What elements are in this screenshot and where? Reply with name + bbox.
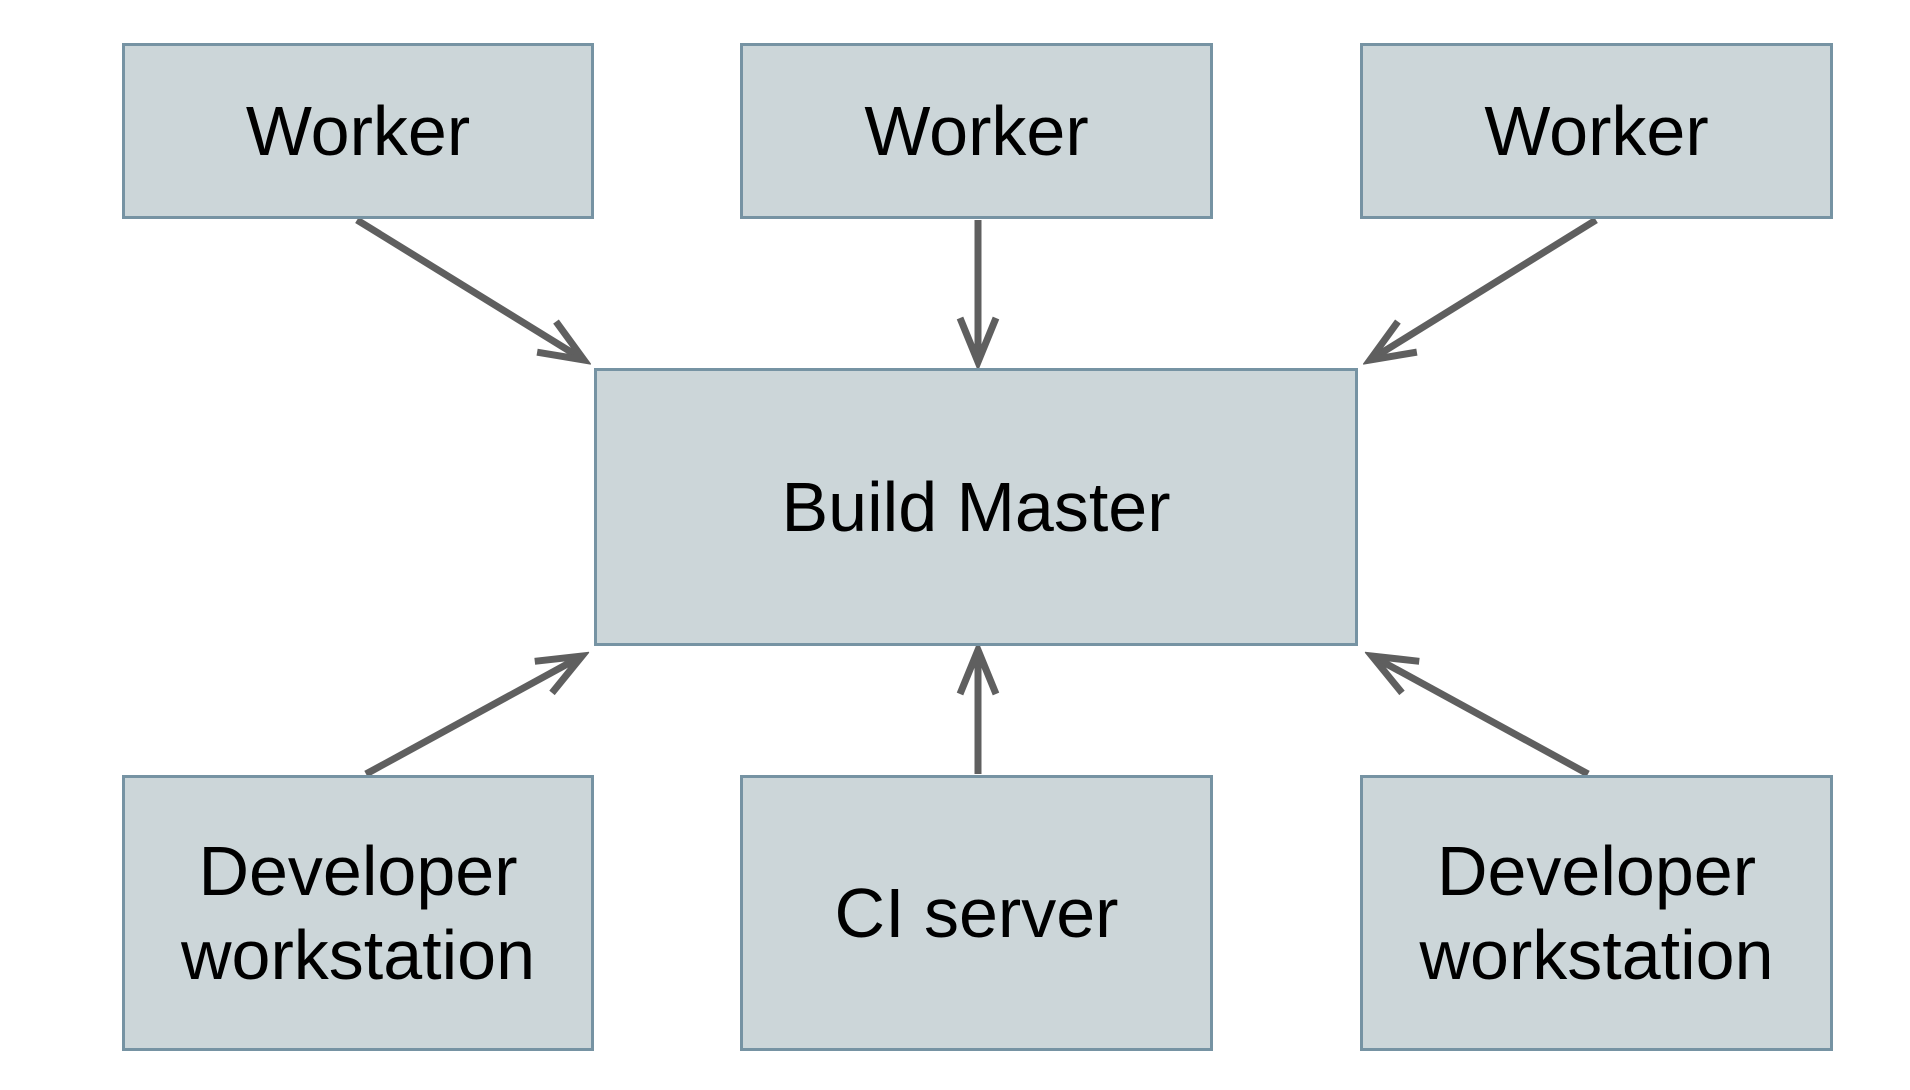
node-worker-3: Worker xyxy=(1360,43,1833,219)
arrow-dev-right-to-build-master xyxy=(1372,656,1590,778)
node-build-master: Build Master xyxy=(594,368,1358,646)
arrow-dev-left-to-build-master xyxy=(364,656,582,778)
node-developer-workstation-left: Developer workstation xyxy=(122,775,594,1051)
node-worker-1-label: Worker xyxy=(245,92,471,170)
node-developer-workstation-left-label: Developer workstation xyxy=(180,832,536,994)
node-worker-1: Worker xyxy=(122,43,594,219)
node-developer-workstation-right: Developer workstation xyxy=(1360,775,1833,1051)
node-developer-workstation-right-label: Developer workstation xyxy=(1419,832,1774,994)
node-ci-server: CI server xyxy=(740,775,1213,1051)
node-worker-2: Worker xyxy=(740,43,1213,219)
node-build-master-label: Build Master xyxy=(781,468,1171,546)
node-ci-server-label: CI server xyxy=(834,874,1119,952)
arrow-worker3-to-build-master xyxy=(1370,217,1598,360)
node-worker-2-label: Worker xyxy=(864,92,1089,170)
arrow-worker1-to-build-master xyxy=(355,217,584,360)
node-worker-3-label: Worker xyxy=(1484,92,1709,170)
